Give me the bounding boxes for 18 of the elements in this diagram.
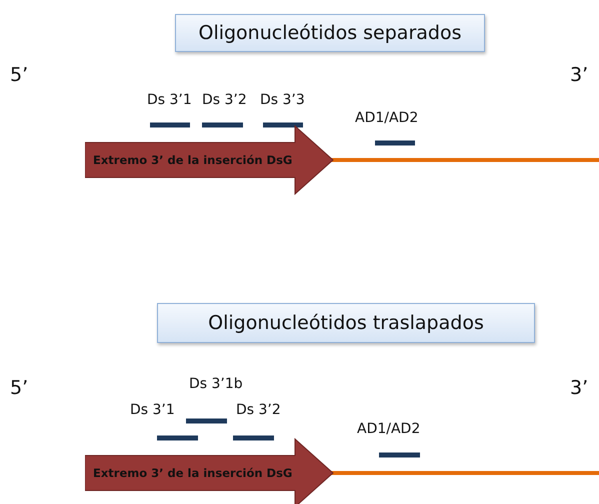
arrow-label: Extremo 3’ de la inserción DsG (93, 466, 292, 480)
primer-label: Ds 3’1 (147, 92, 192, 108)
title-box: Oligonucleótidos separados (175, 14, 485, 52)
primer-label: AD1/AD2 (355, 110, 418, 126)
insertion-arrow (85, 438, 335, 504)
primer-label: Ds 3’1 (130, 402, 175, 418)
primer-label: Ds 3’2 (236, 402, 281, 418)
primer-label: AD1/AD2 (357, 421, 420, 437)
strand-end-label: 3’ (570, 377, 588, 399)
arrow-label: Extremo 3’ de la inserción DsG (93, 153, 292, 167)
primer-label: Ds 3’1b (189, 376, 243, 392)
insertion-arrow (85, 125, 335, 195)
primer-label: Ds 3’3 (260, 92, 305, 108)
strand-end-label: 5’ (10, 64, 28, 86)
primer-label: Ds 3’2 (202, 92, 247, 108)
strand-end-label: 3’ (570, 64, 588, 86)
title-box: Oligonucleótidos traslapados (157, 303, 535, 343)
strand-end-label: 5’ (10, 377, 28, 399)
